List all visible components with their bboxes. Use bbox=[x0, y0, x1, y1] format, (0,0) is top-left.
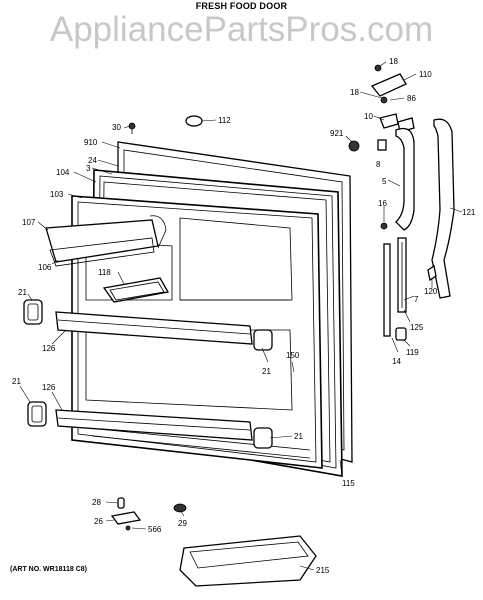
callout-126a: 126 bbox=[42, 344, 56, 353]
callout-5: 5 bbox=[382, 177, 387, 186]
callout-103: 103 bbox=[50, 190, 64, 199]
callout-labels: 18 110 18 86 10 30 112 921 910 8 24 3 5 … bbox=[12, 57, 476, 575]
watermark: AppliancePartsPros.com bbox=[49, 10, 434, 49]
callout-16: 16 bbox=[378, 199, 387, 208]
dairy-compartment-door bbox=[45, 215, 167, 267]
callout-126b: 126 bbox=[42, 383, 56, 392]
screw-30 bbox=[128, 122, 136, 134]
trim-strip bbox=[383, 243, 391, 337]
shelf-end-cap-right-lower bbox=[253, 427, 273, 449]
small-shelf bbox=[102, 277, 170, 303]
callout-566: 566 bbox=[148, 525, 162, 534]
upper-shelf-rail bbox=[55, 311, 253, 345]
callout-119: 119 bbox=[406, 348, 419, 357]
plug-112 bbox=[185, 115, 203, 127]
shelf-end-cap-right-upper bbox=[253, 329, 273, 351]
callout-29: 29 bbox=[178, 519, 187, 528]
hinge-pin-screw bbox=[380, 222, 388, 230]
callout-112: 112 bbox=[218, 116, 231, 125]
callout-18a: 18 bbox=[389, 57, 398, 66]
door-handle-trim bbox=[395, 127, 415, 231]
callout-30: 30 bbox=[112, 123, 121, 132]
callout-118: 118 bbox=[98, 268, 111, 277]
callout-121: 121 bbox=[462, 208, 476, 217]
callout-921: 921 bbox=[330, 129, 344, 138]
plug-29 bbox=[173, 503, 187, 513]
callout-106: 106 bbox=[38, 263, 52, 272]
handle-cap bbox=[427, 264, 437, 282]
callout-150: 150 bbox=[286, 351, 300, 360]
shelf-end-cap-left-lower bbox=[27, 401, 47, 427]
callout-21d: 21 bbox=[294, 432, 303, 441]
shelf-end-cap-left-upper bbox=[23, 299, 43, 325]
callout-110: 110 bbox=[419, 70, 432, 79]
diagram-title: FRESH FOOD DOOR bbox=[195, 1, 288, 11]
callout-21a: 21 bbox=[18, 288, 27, 297]
callout-21c: 21 bbox=[12, 377, 21, 386]
spacer-28 bbox=[117, 497, 125, 509]
bracket-26 bbox=[110, 511, 142, 525]
lower-shelf-rail bbox=[55, 409, 253, 441]
screw-566 bbox=[125, 525, 131, 531]
callout-3: 3 bbox=[86, 164, 91, 173]
callout-21b: 21 bbox=[262, 367, 271, 376]
callout-26: 26 bbox=[94, 517, 103, 526]
handle-end-cap-strip bbox=[397, 237, 407, 313]
bin-215 bbox=[179, 535, 317, 587]
callout-910: 910 bbox=[84, 138, 98, 147]
callout-120: 120 bbox=[424, 287, 438, 296]
callout-18b: 18 bbox=[350, 88, 359, 97]
callout-86: 86 bbox=[407, 94, 416, 103]
callout-8: 8 bbox=[376, 160, 381, 169]
callout-28: 28 bbox=[92, 498, 101, 507]
leader-lines bbox=[19, 61, 463, 571]
callout-10: 10 bbox=[364, 112, 373, 121]
callout-24: 24 bbox=[88, 156, 97, 165]
callout-7: 7 bbox=[414, 295, 419, 304]
callout-215: 215 bbox=[316, 566, 330, 575]
door-stop bbox=[395, 327, 407, 341]
door-handle bbox=[431, 118, 455, 299]
callout-125: 125 bbox=[410, 323, 424, 332]
callout-107: 107 bbox=[22, 218, 36, 227]
callout-104: 104 bbox=[56, 168, 70, 177]
art-number: (ART NO. WR18118 C8) bbox=[10, 566, 88, 573]
callout-14: 14 bbox=[392, 357, 401, 366]
callout-115: 115 bbox=[342, 479, 355, 488]
